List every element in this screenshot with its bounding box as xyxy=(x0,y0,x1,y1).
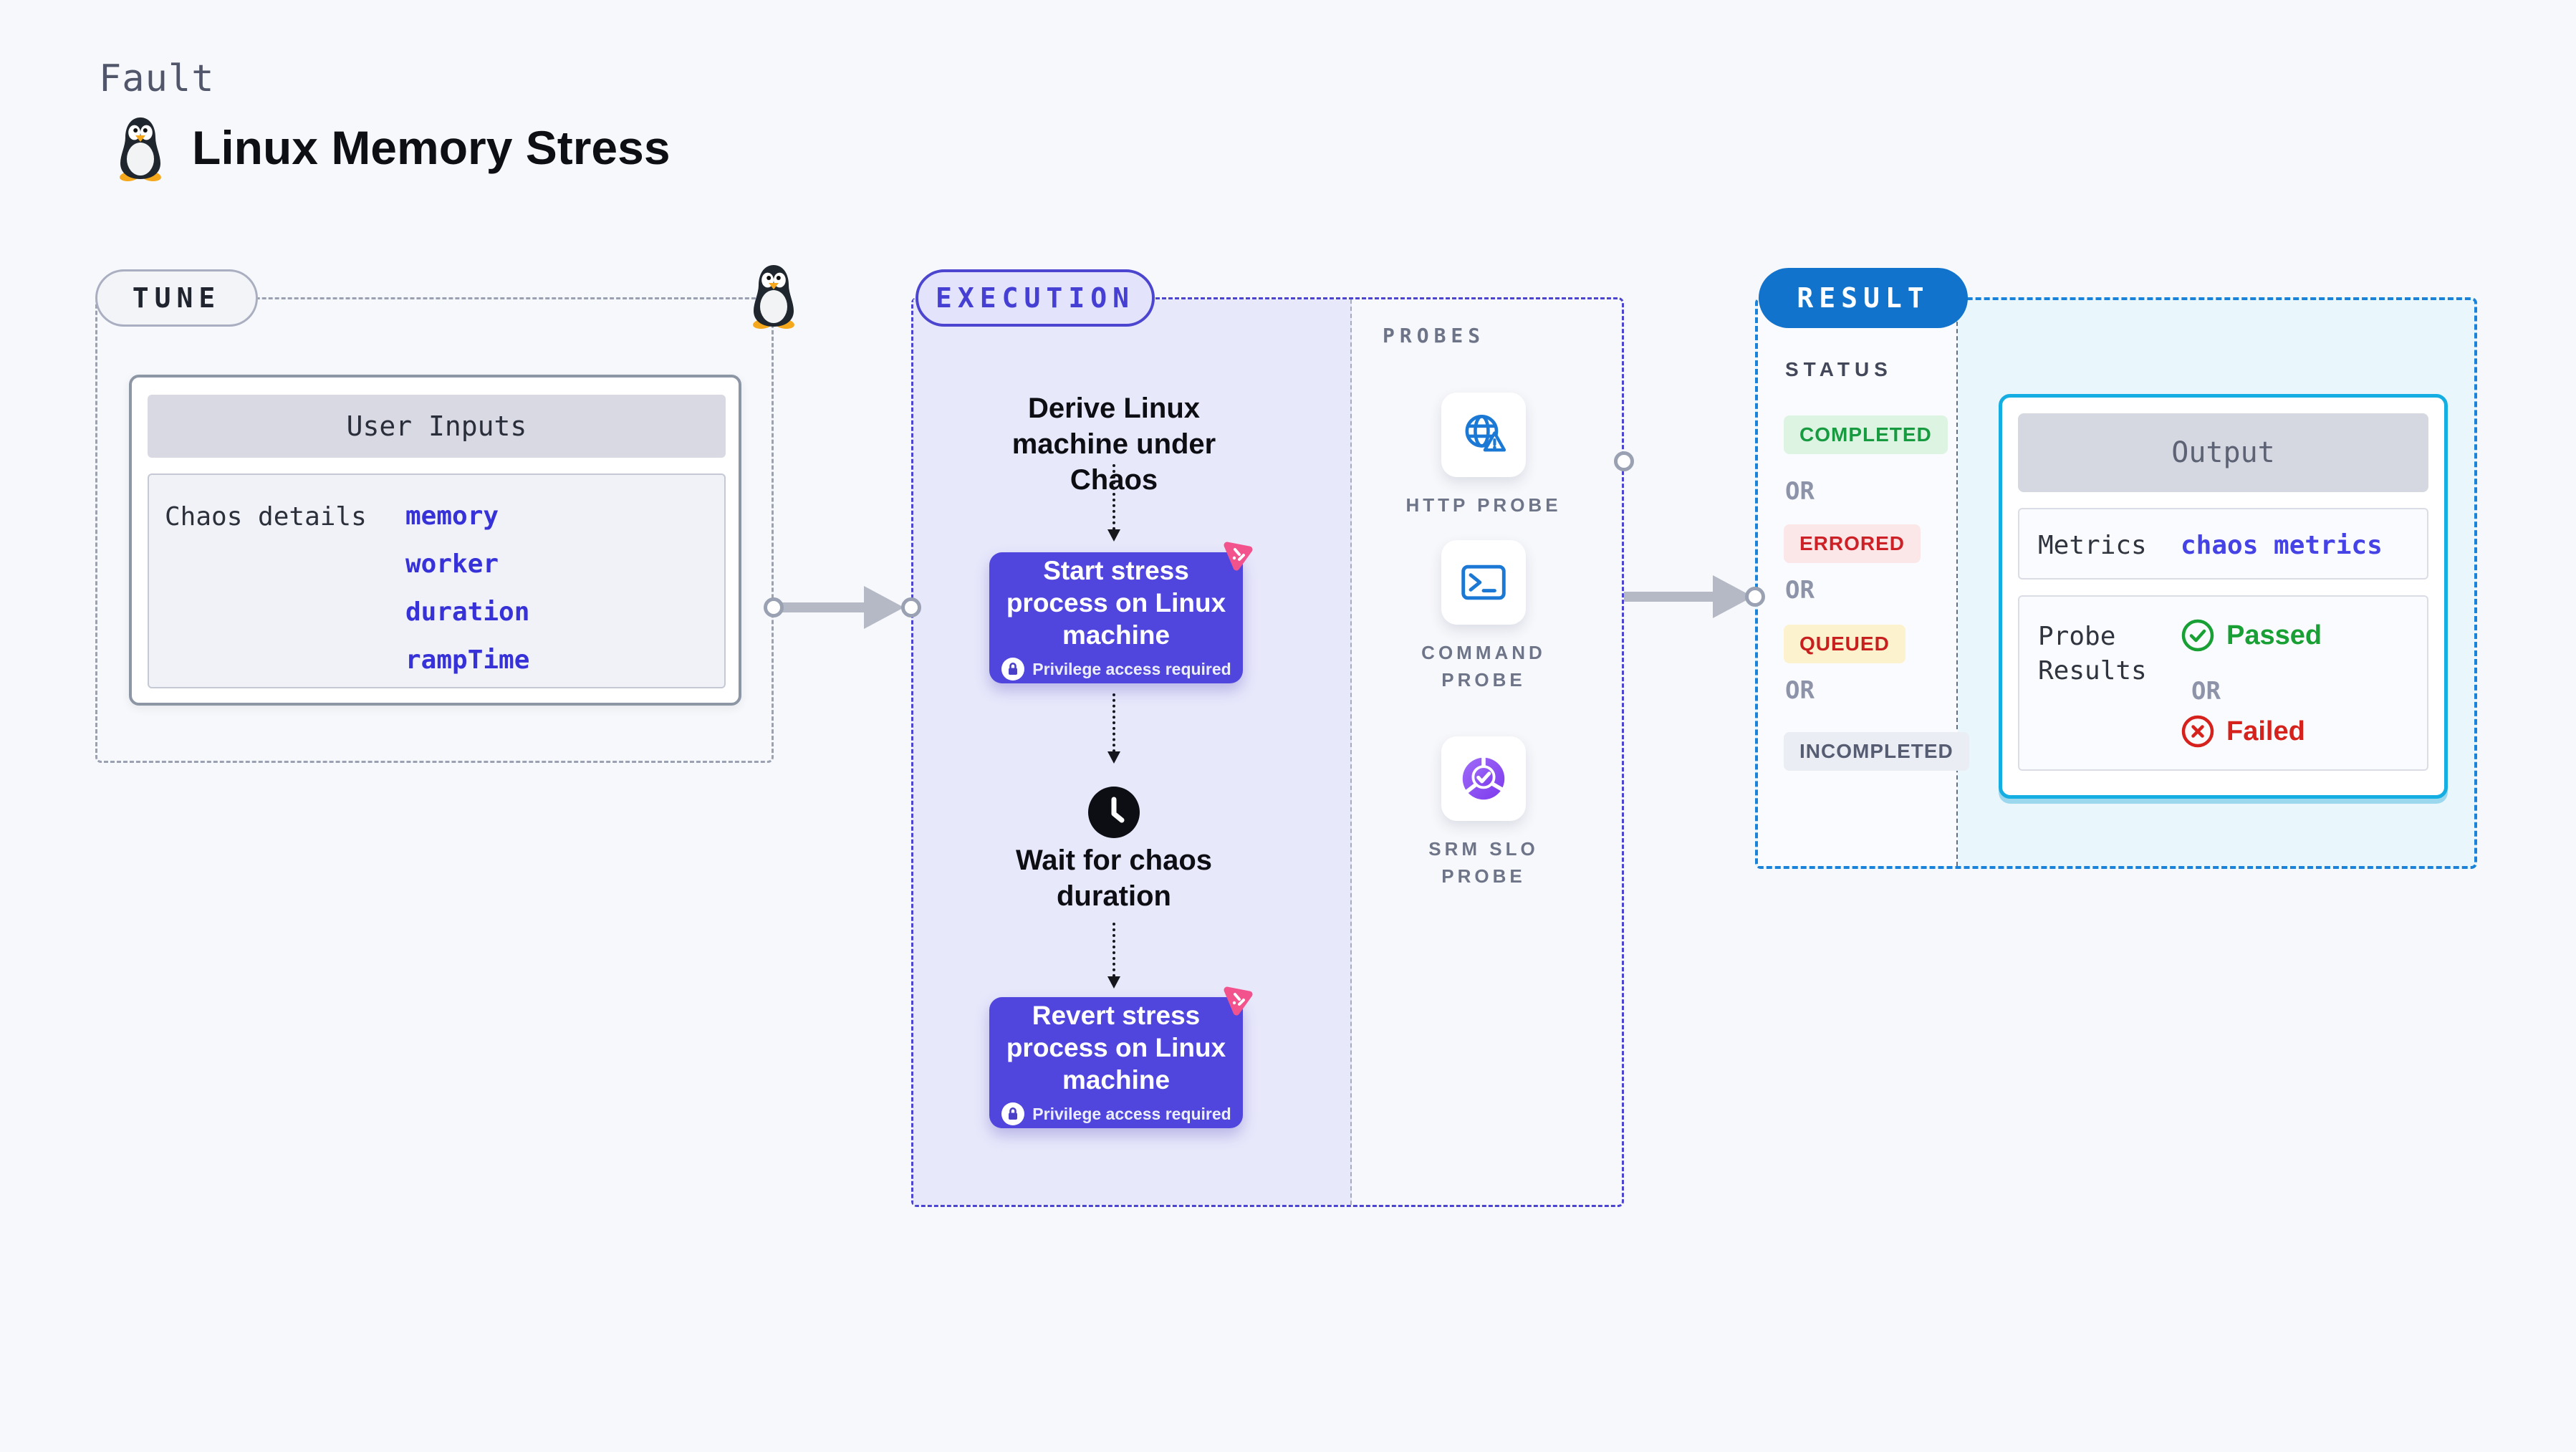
check-circle-icon xyxy=(2181,619,2214,652)
srm-slo-probe-card xyxy=(1441,736,1526,821)
or-separator: OR xyxy=(1785,576,1815,605)
chaos-experiment-icon xyxy=(1224,986,1253,1016)
tune-to-execution-arrow xyxy=(774,602,868,612)
privilege-label: Privilege access required xyxy=(1032,1104,1231,1123)
result-pill-label: RESULT xyxy=(1797,282,1930,314)
failed-label: Failed xyxy=(2226,716,2305,746)
flow-arrow-down-icon xyxy=(1107,923,1120,989)
chaos-details-label: Chaos details xyxy=(165,502,367,532)
derive-step-label: Derive Linux machine under Chaos xyxy=(1011,393,1216,496)
tune-to-execution-arrowhead xyxy=(864,586,904,629)
page-title: Linux Memory Stress xyxy=(192,121,671,174)
tune-output-port xyxy=(764,597,784,617)
globe-warning-icon xyxy=(1465,414,1506,452)
lock-icon xyxy=(1001,658,1025,681)
http-probe-card xyxy=(1441,393,1526,477)
chaos-input-values: memory worker duration rampTime xyxy=(405,492,529,684)
output-header: Output xyxy=(2018,413,2428,492)
input-value: rampTime xyxy=(405,645,530,675)
status-column xyxy=(1758,300,1958,866)
tune-section xyxy=(95,297,774,763)
flow-arrow-down-icon xyxy=(1107,464,1120,542)
x-circle-icon xyxy=(2181,715,2214,748)
probe-results-label: Probe Results xyxy=(2038,622,2147,686)
http-probe-label: HTTP PROBE xyxy=(1405,494,1562,516)
probes-column-header: PROBES xyxy=(1383,324,1486,347)
status-header: STATUS xyxy=(1785,358,1893,380)
chaos-experiment-icon xyxy=(1224,542,1253,571)
flow-arrow-down-icon xyxy=(1107,693,1120,764)
fault-kicker: Fault xyxy=(99,57,215,100)
user-inputs-title: User Inputs xyxy=(346,410,527,442)
status-badge-queued: QUEUED xyxy=(1784,625,1905,663)
status-badge-completed: COMPLETED xyxy=(1784,415,1948,454)
terminal-icon xyxy=(1461,564,1506,600)
start-stress-label: Start stress process on Linux machine xyxy=(1006,556,1226,650)
passed-result: Passed xyxy=(2181,618,2322,653)
output-title: Output xyxy=(2171,436,2275,469)
failed-result: Failed xyxy=(2181,714,2305,749)
tune-pill: TUNE xyxy=(95,269,258,327)
or-separator: OR xyxy=(1785,676,1815,705)
privilege-row: Privilege access required xyxy=(1001,657,1231,681)
linux-penguin-icon xyxy=(753,265,794,330)
metrics-value: chaos metrics xyxy=(2181,531,2383,560)
passed-label: Passed xyxy=(2226,620,2322,650)
command-probe-label: COMMAND PROBE xyxy=(1421,642,1546,691)
execution-output-port xyxy=(1614,451,1634,471)
revert-stress-task: Revert stress process on Linux machine P… xyxy=(989,997,1243,1128)
input-value: memory xyxy=(405,501,499,531)
privilege-row: Privilege access required xyxy=(1001,1102,1231,1126)
result-pill: RESULT xyxy=(1759,268,1968,328)
execution-to-result-arrow xyxy=(1624,592,1716,602)
result-input-port xyxy=(1745,587,1765,607)
lock-icon xyxy=(1001,1102,1025,1125)
metrics-label: Metrics xyxy=(2038,531,2147,560)
status-badge-errored: ERRORED xyxy=(1784,524,1921,563)
clock-icon xyxy=(1088,787,1140,838)
wait-step-label: Wait for chaos duration xyxy=(1015,845,1213,912)
execution-pill: EXECUTION xyxy=(915,269,1155,327)
execution-input-port xyxy=(901,597,921,617)
slo-pie-check-icon xyxy=(1462,754,1505,800)
status-badge-incompleted: INCOMPLETED xyxy=(1784,732,1969,771)
metrics-row: Metrics chaos metrics xyxy=(2018,508,2428,580)
input-value: worker xyxy=(405,549,499,579)
user-inputs-body: Chaos details memory worker duration ram… xyxy=(148,473,726,688)
probe-results-row: Probe Results Passed OR Failed xyxy=(2018,595,2428,771)
user-inputs-card: User Inputs Chaos details memory worker … xyxy=(129,375,741,706)
srm-slo-probe-label: SRM SLO PROBE xyxy=(1428,838,1539,887)
execution-pill-label: EXECUTION xyxy=(936,282,1135,314)
tune-pill-label: TUNE xyxy=(132,282,221,314)
user-inputs-header: User Inputs xyxy=(148,395,726,458)
or-separator: OR xyxy=(2191,677,2221,706)
command-probe-card xyxy=(1441,540,1526,625)
or-separator: OR xyxy=(1785,477,1815,506)
input-value: duration xyxy=(405,597,530,627)
revert-stress-label: Revert stress process on Linux machine xyxy=(1006,1001,1226,1095)
start-stress-task: Start stress process on Linux machine Pr… xyxy=(989,552,1243,683)
output-panel: Output Metrics chaos metrics Probe Resul… xyxy=(1999,394,2448,799)
privilege-label: Privilege access required xyxy=(1032,659,1231,678)
linux-penguin-icon xyxy=(120,117,161,182)
